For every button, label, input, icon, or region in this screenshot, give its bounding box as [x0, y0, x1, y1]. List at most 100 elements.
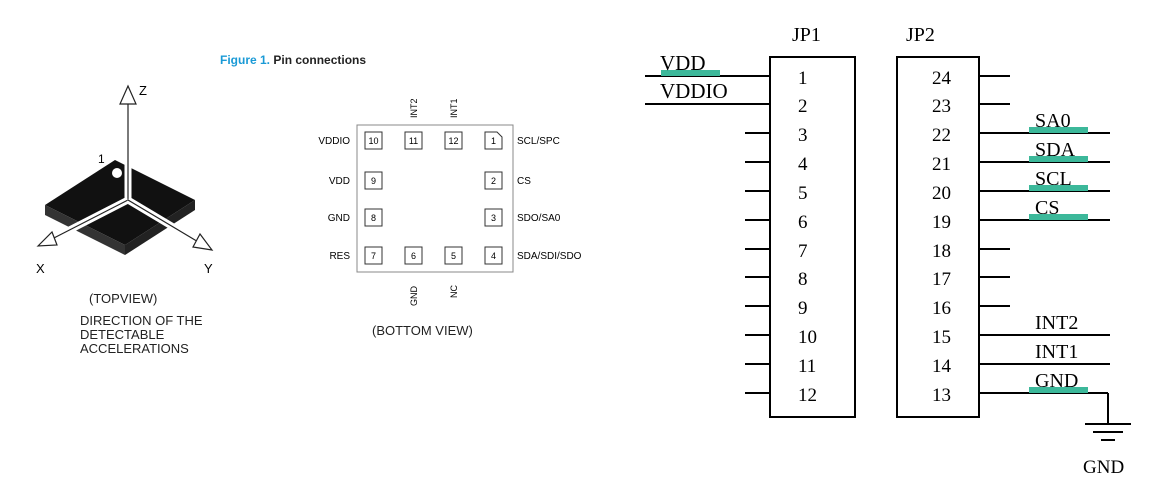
jp2-pin-24: 24 [932, 68, 952, 89]
svg-text:10: 10 [368, 136, 378, 146]
jp2-pin-20: 20 [932, 183, 951, 204]
sda-highlight [1029, 156, 1088, 162]
pad-2: 2 [484, 171, 503, 190]
svg-text:7: 7 [371, 251, 376, 261]
svg-text:8: 8 [371, 213, 376, 223]
description-line-1: DIRECTION OF THE [80, 313, 203, 328]
jp2-pin-19: 19 [932, 212, 951, 233]
jp1-label: JP1 [792, 24, 821, 46]
net-gnd: GND [1035, 370, 1078, 392]
x-axis-arrow [49, 199, 129, 241]
label-gnd: GND [328, 213, 350, 224]
description-line-3: ACCELERATIONS [80, 341, 189, 356]
orientation-diagram: Z X Y 1 (TOPVIEW) DIRECTION OF THE DETEC… [36, 83, 214, 356]
pad-5: 5 [444, 246, 463, 265]
label-cs: CS [517, 176, 531, 187]
ground-label: GND [1083, 457, 1124, 478]
pad-1: 1 [484, 131, 503, 150]
label-gnd-bottom: GND [409, 286, 419, 307]
scl-highlight [1029, 185, 1088, 191]
svg-text:2: 2 [491, 176, 496, 186]
x-axis-label: X [36, 261, 45, 276]
net-int2: INT2 [1035, 312, 1078, 334]
jp1-pin-6: 6 [798, 212, 808, 233]
jp1-pin-11: 11 [798, 356, 816, 377]
pad-10: 10 [364, 131, 383, 150]
pad-9: 9 [364, 171, 383, 190]
jp2-body [896, 56, 980, 418]
ground-symbol [1085, 393, 1131, 441]
jp1-pin-3: 3 [798, 125, 808, 146]
jp1-pin-12: 12 [798, 385, 817, 406]
label-vddio: VDDIO [318, 136, 350, 147]
jp2-pin-16: 16 [932, 298, 951, 319]
jp1-pin-9: 9 [798, 298, 808, 319]
svg-text:12: 12 [448, 136, 458, 146]
header-schematic: JP1 JP2 1 2 3 4 5 6 7 8 9 10 11 12 VDD V… [645, 24, 1131, 478]
label-scl-spc: SCL/SPC [517, 136, 560, 147]
jp1-pin-4: 4 [798, 154, 808, 175]
jp1-pin-7: 7 [798, 241, 808, 262]
jp2-pin-13: 13 [932, 385, 951, 406]
jp1-pin-10: 10 [798, 327, 817, 348]
description-line-2: DETECTABLE [80, 327, 165, 342]
net-int1: INT1 [1035, 341, 1078, 363]
vdd-highlight [661, 70, 720, 76]
net-scl: SCL [1035, 168, 1072, 190]
net-sa0: SA0 [1035, 110, 1071, 132]
pad-3: 3 [484, 208, 503, 227]
jp1-body [769, 56, 856, 418]
svg-text:6: 6 [411, 251, 416, 261]
label-vdd: VDD [329, 176, 350, 187]
jp1-pin-5: 5 [798, 183, 808, 204]
svg-text:11: 11 [409, 136, 418, 146]
svg-text:4: 4 [491, 251, 496, 261]
figure-caption: Pin connections [273, 53, 367, 67]
net-vddio: VDDIO [660, 79, 728, 103]
label-sda-sdi-sdo: SDA/SDI/SDO [517, 251, 582, 262]
jp2-pin-18: 18 [932, 241, 951, 262]
z-axis-label: Z [139, 83, 147, 98]
figure-number: Figure 1. [220, 53, 271, 67]
net-cs: CS [1035, 197, 1059, 219]
label-int1: INT1 [449, 98, 459, 118]
top-view-caption: (TOPVIEW) [89, 291, 157, 306]
bottom-view-caption: (BOTTOM VIEW) [372, 323, 473, 338]
jp2-pin-21: 21 [932, 154, 951, 175]
label-nc: NC [449, 285, 459, 298]
pad-8: 8 [364, 208, 383, 227]
pad-4: 4 [484, 246, 503, 265]
svg-text:5: 5 [451, 251, 456, 261]
cs-highlight [1029, 214, 1088, 220]
chip-left-face [45, 205, 125, 255]
label-int2: INT2 [409, 98, 419, 118]
label-res: RES [329, 251, 350, 262]
svg-text:3: 3 [491, 213, 496, 223]
pad-6: 6 [404, 246, 423, 265]
jp1-pin-8: 8 [798, 269, 808, 290]
label-sdo-sa0: SDO/SA0 [517, 213, 561, 224]
pad-11: 11 [404, 131, 423, 150]
pad-12: 12 [444, 131, 463, 150]
jp1-pin-2: 2 [798, 96, 808, 117]
jp2-pin-22: 22 [932, 125, 951, 146]
jp1-pin-1: 1 [798, 68, 808, 89]
net-vdd: VDD [660, 51, 706, 75]
jp2-pin-17: 17 [932, 269, 951, 290]
svg-text:1: 1 [491, 136, 496, 146]
jp2-pin-15: 15 [932, 327, 951, 348]
jp2-pin-23: 23 [932, 96, 951, 117]
pin1-label: 1 [98, 152, 105, 166]
sa0-highlight [1029, 127, 1088, 133]
svg-text:9: 9 [371, 176, 376, 186]
y-axis-label: Y [204, 261, 213, 276]
package-bottom-view: 10 11 12 1 9 2 8 3 7 6 5 4 INT2 INT1 GND… [318, 98, 582, 338]
y-axis-arrow [127, 199, 201, 244]
pin1-dot [112, 168, 122, 178]
chip-right-face [125, 200, 195, 255]
jp2-label: JP2 [906, 24, 935, 46]
net-sda: SDA [1035, 139, 1076, 161]
pad-7: 7 [364, 246, 383, 265]
gnd-highlight [1029, 387, 1088, 393]
figure-title: Figure 1. Pin connections [220, 53, 366, 67]
